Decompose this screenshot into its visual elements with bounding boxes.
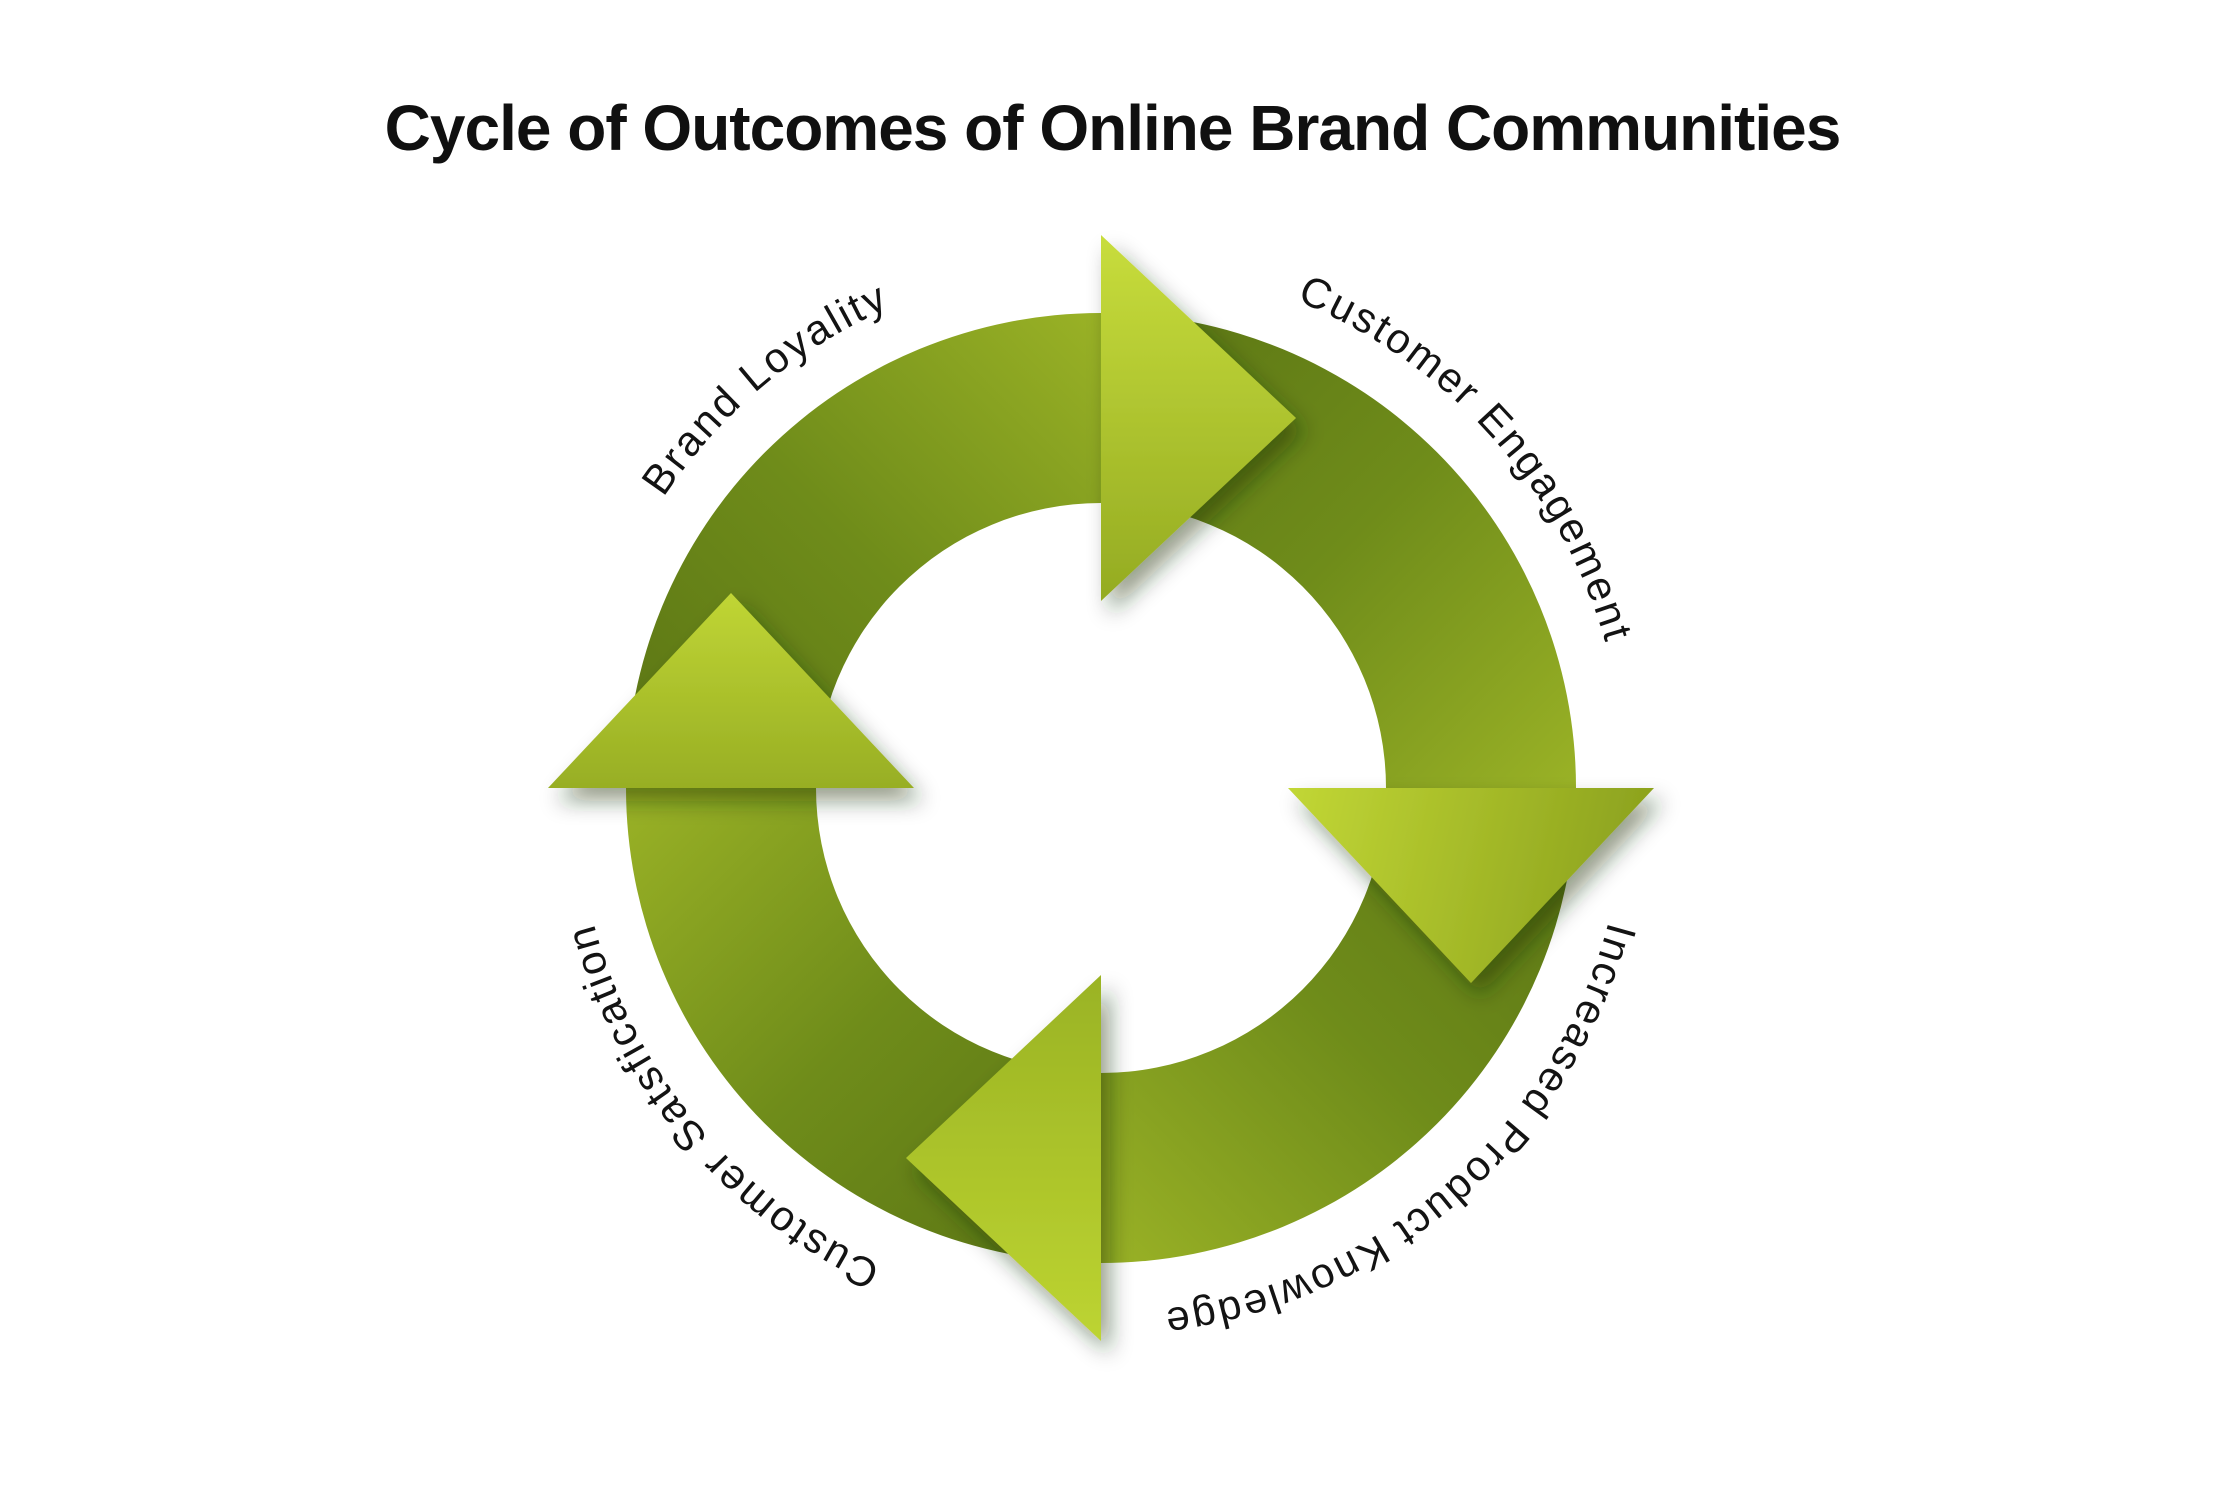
arrow-heads — [548, 235, 1654, 1341]
arrow-head-left — [548, 593, 914, 788]
diagram-title: Cycle of Outcomes of Online Brand Commun… — [384, 92, 1842, 164]
arrow-head-top — [1101, 235, 1296, 601]
arrow-head-right — [1288, 788, 1654, 983]
arrow-head-bottom — [906, 975, 1101, 1341]
